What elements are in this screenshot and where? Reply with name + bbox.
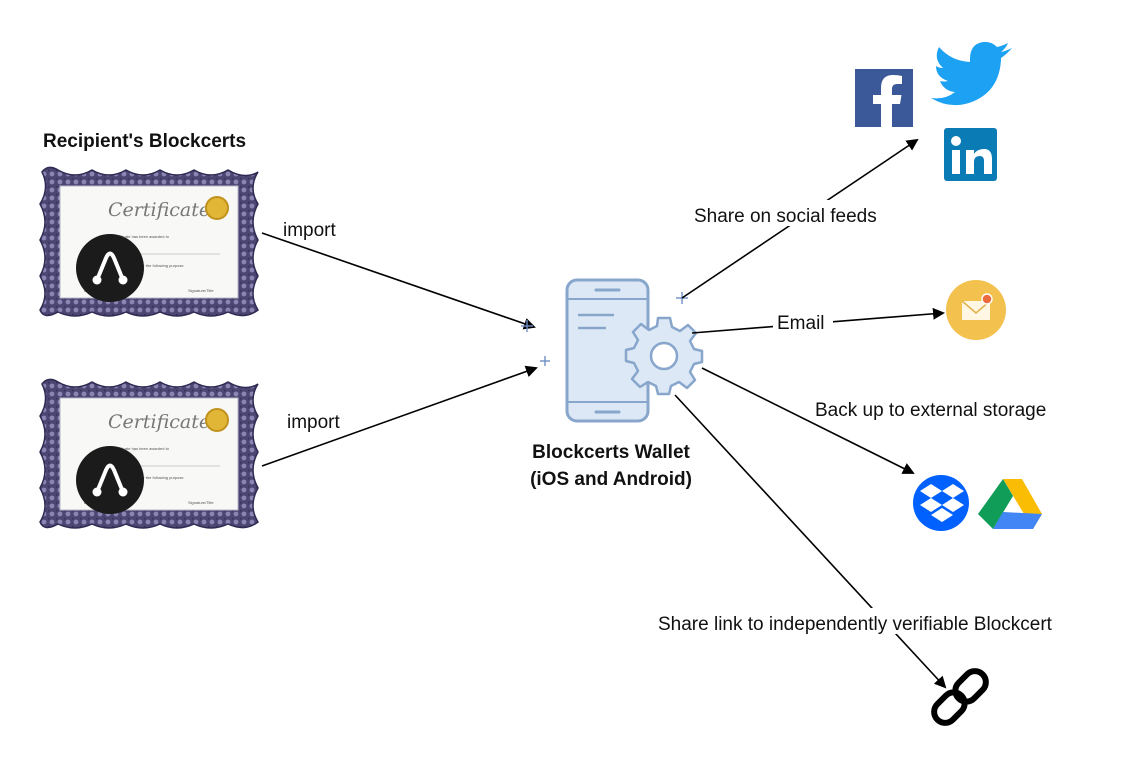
backup-label: Back up to external storage [815,400,1046,421]
email-icon[interactable] [946,280,1006,340]
email-label: Email [777,313,825,334]
import-label-top: import [283,220,337,241]
import-arrow-bottom [261,365,538,467]
certificate-line2: for the following purpose [140,475,184,480]
import-arrow-top [261,232,536,330]
certificate-heading: Certificate [108,411,210,433]
link-icon[interactable] [930,667,991,728]
blockcerts-logo-icon [76,446,144,514]
social-label: Share on social feeds [694,206,877,227]
wallet-label-line2: (iOS and Android) [530,469,692,490]
diagram-title: Recipient's Blockcerts [43,131,246,152]
blockcerts-logo-icon [76,234,144,302]
share-link-arrow [674,394,947,689]
certificate-line1: this certificate has been awarded to [106,446,170,451]
certificate-footer-right: Signature/Title [188,288,214,293]
dropbox-icon[interactable] [913,475,969,531]
twitter-icon[interactable] [931,41,1012,106]
gold-seal-icon [205,408,229,432]
share-link-label: Share link to independently verifiable B… [658,614,1053,635]
import-label-bottom: import [287,412,341,433]
certificate-icon: Certificate this certificate has been aw… [39,378,259,529]
gear-icon [624,316,704,396]
certificate-footer-right: Signature/Title [188,500,214,505]
linkedin-icon[interactable] [944,128,997,181]
backup-arrow [701,367,915,474]
google-drive-icon[interactable] [978,479,1042,529]
certificate-heading: Certificate [108,199,210,221]
certificate-line1: this certificate has been awarded to [106,234,170,239]
phone-icon [565,278,650,423]
certificate-line2: for the following purpose [140,263,184,268]
certificate-icon: Certificate this certificate has been aw… [39,166,259,317]
gold-seal-icon [205,196,229,220]
facebook-icon[interactable] [855,69,913,127]
wallet-label-line1: Blockcerts Wallet [532,442,690,463]
